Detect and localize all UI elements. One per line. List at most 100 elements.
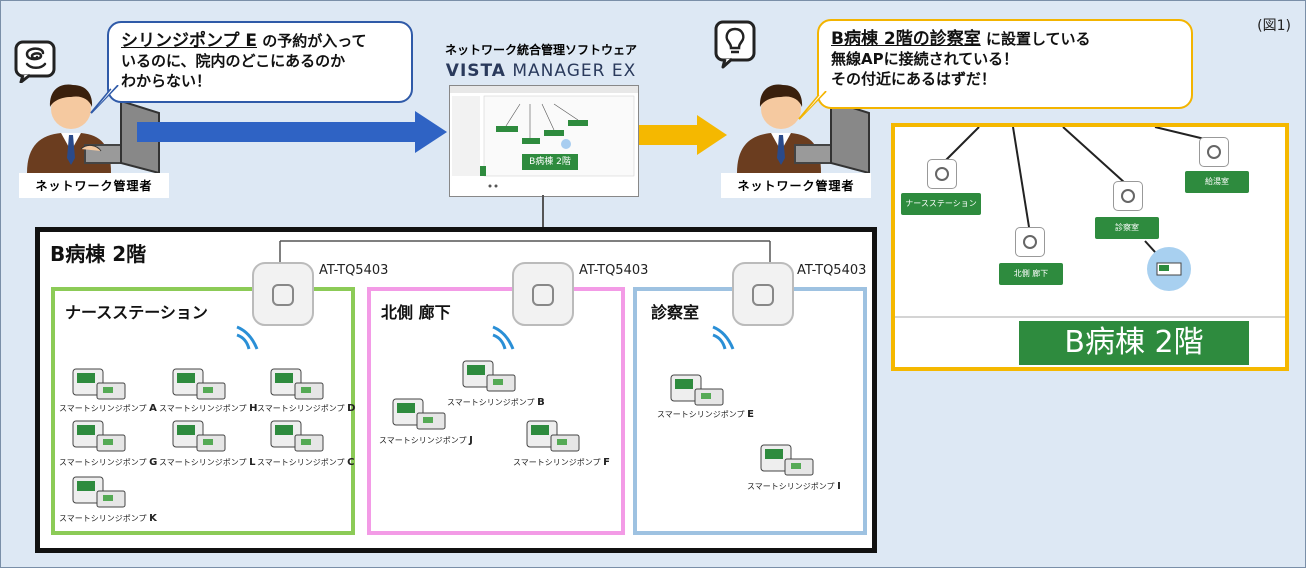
pump-prefix: スマートシリンジポンプ [513,458,601,467]
pump-id: J [469,435,473,446]
ap-label-3: AT-TQ5403 [797,263,867,278]
pump-prefix: スマートシリンジポンプ [59,404,147,413]
bubble-left-text-1: の予約が入って [257,32,367,50]
uplink-line [542,195,544,241]
zoom-ap-icon-exam [1113,181,1143,211]
pump-caption-b: スマートシリンジポンプ B [447,397,545,408]
pump-id: L [249,457,256,468]
syringe-pump-icon [71,419,127,459]
pump-caption-f: スマートシリンジポンプ F [513,457,610,468]
bubble-left-text-3: わからない！ [121,72,212,90]
pump-id: E [747,409,754,420]
pump-prefix: スマートシリンジポンプ [257,458,345,467]
vista-logo-rest: MANAGER EX [505,61,637,81]
bubble-left-text-2: いるのに、院内のどこにあるのか [121,52,346,70]
pump-prefix: スマートシリンジポンプ [59,458,147,467]
zoom-node-exam: 診察室 [1095,217,1159,239]
pump-id: I [837,481,841,492]
syringe-pump-icon [269,419,325,459]
pump-prefix: スマートシリンジポンプ [447,398,535,407]
bubble-tail-left [89,84,119,115]
speech-bubble-right: B病棟 2階の診察室 に設置している 無線APに接続されている！ その付近にある… [817,19,1193,109]
pump-caption-h: スマートシリンジポンプ H [159,403,257,414]
zoom-ap-icon-kitchen [1199,137,1229,167]
pump-caption-a: スマートシリンジポンプ A [59,403,157,414]
syringe-pump-icon [759,443,815,483]
pump-caption-g: スマートシリンジポンプ G [59,457,157,468]
room-nurse-title: ナースステーション [65,303,208,322]
syringe-pump-icon [391,397,447,437]
pump-prefix: スマートシリンジポンプ [379,436,467,445]
bubble-left-underlined: シリンジポンプ E [121,31,258,51]
admin-figure-right [729,73,879,175]
pump-caption-c: スマートシリンジポンプ C [257,457,354,468]
pump-id: F [603,457,610,468]
software-screen: B病棟 2階 [449,85,639,197]
wifi-signal-icon-3 [709,323,739,353]
pump-caption-k: スマートシリンジポンプ K [59,513,157,524]
zoom-ap-icon-nurse [927,159,957,189]
syringe-pump-icon [171,419,227,459]
pump-id: H [249,403,258,414]
room-hall-title: 北側 廊下 [381,303,451,322]
zoom-floor-label: B病棟 2階 [1019,321,1249,365]
access-point-icon-3 [731,261,797,329]
syringe-pump-icon [525,419,581,459]
syringe-pump-icon [461,359,517,399]
pump-prefix: スマートシリンジポンプ [159,404,247,413]
speech-bubble-left: シリンジポンプ E の予約が入って いるのに、院内のどこにあるのか わからない！ [107,21,413,103]
pump-id: K [149,513,157,524]
ap-label-1: AT-TQ5403 [319,263,389,278]
bubble-tail-right [797,90,827,121]
wifi-signal-icon-1 [233,323,263,353]
pump-caption-j: スマートシリンジポンプ J [379,435,473,446]
syringe-pump-icon [71,367,127,407]
zoom-node-hall: 北側 廊下 [999,263,1063,285]
pump-caption-d: スマートシリンジポンプ D [257,403,355,414]
pump-prefix: スマートシリンジポンプ [657,410,745,419]
figure-label: (図1) [1257,18,1291,34]
access-point-icon-2 [511,261,577,329]
syringe-pump-icon [669,373,725,413]
screen-floor-label: B病棟 2階 [522,154,578,170]
zoom-ap-icon-hall [1015,227,1045,257]
arrow-right-blue [137,111,447,153]
zoom-map-panel: ナースステーション 北側 廊下 診察室 給湯室 B病棟 2階 [891,123,1289,371]
bubble-right-text-2: 無線APに接続されている！ [831,50,1019,68]
zoom-node-kitchen: 給湯室 [1185,171,1249,193]
confused-icon [13,39,57,84]
vista-logo: VISTA MANAGER EX [431,61,651,81]
pump-caption-e: スマートシリンジポンプ E [657,409,754,420]
arrow-right-yellow [639,115,727,155]
pump-prefix: スマートシリンジポンプ [747,482,835,491]
syringe-pump-icon [171,367,227,407]
wifi-signal-icon-2 [489,323,519,353]
pump-id: A [149,403,157,414]
admin-figure-left [19,73,169,175]
pump-id: C [347,457,355,468]
pump-prefix: スマートシリンジポンプ [59,514,147,523]
pump-prefix: スマートシリンジポンプ [159,458,247,467]
room-exam: 診察室 [633,287,867,535]
bubble-right-underlined: B病棟 2階の診察室 [831,29,981,49]
pump-caption-i: スマートシリンジポンプ I [747,481,841,492]
floor-title: B病棟 2階 [50,242,147,266]
admin-label-left: ネットワーク管理者 [19,173,169,198]
pump-prefix: スマートシリンジポンプ [257,404,345,413]
bubble-right-text-1: に設置している [980,30,1091,48]
vista-logo-bold: VISTA [445,61,506,81]
pump-id: D [347,403,356,414]
admin-label-right: ネットワーク管理者 [721,173,871,198]
pump-id: B [537,397,545,408]
syringe-pump-icon [71,475,127,515]
pump-caption-l: スマートシリンジポンプ L [159,457,255,468]
syringe-pump-icon [269,367,325,407]
zoom-node-nurse: ナースステーション [901,193,981,215]
room-exam-title: 診察室 [651,303,700,322]
bubble-right-text-3: その付近にあるはずだ！ [831,70,996,88]
software-title: ネットワーク統合管理ソフトウェア [444,43,637,57]
lightbulb-icon [713,19,757,69]
access-point-icon-1 [251,261,317,329]
